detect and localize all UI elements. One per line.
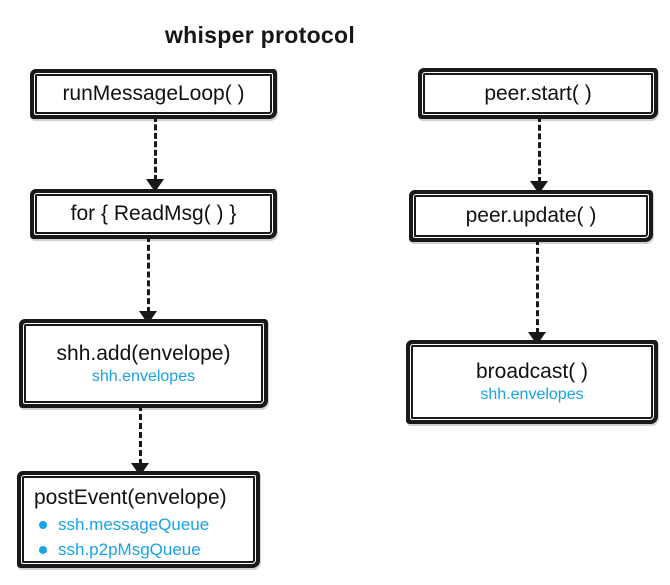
- node-shh-add-envelope: shh.add(envelope) shh.envelopes: [24, 324, 263, 403]
- arrow-shaft: [537, 116, 541, 183]
- arrow-down-icon: [146, 179, 164, 192]
- node-label: postEvent(envelope): [34, 486, 227, 509]
- node-peer-update: peer.update( ): [414, 195, 648, 237]
- node-label: runMessageLoop( ): [62, 82, 245, 105]
- node-label: broadcast( ): [475, 360, 589, 383]
- bullet-row: ssh.messageQueue: [34, 515, 209, 535]
- bullet-label: ssh.p2pMsgQueue: [58, 540, 201, 559]
- arrow-shaft: [153, 116, 157, 181]
- node-label: peer.update( ): [465, 204, 597, 227]
- node-label: shh.add(envelope): [56, 341, 231, 365]
- arrow-down-icon: [528, 332, 546, 345]
- arrow-runmessageloop-to-readmsg: [146, 116, 164, 192]
- node-sublabel: shh.envelopes: [480, 386, 584, 403]
- node-sublabel: shh.envelopes: [91, 367, 196, 385]
- bullet-row: ssh.p2pMsgQueue: [34, 540, 201, 560]
- diagram-title: whisper protocol: [164, 22, 356, 48]
- node-peer-start: peer.start( ): [423, 73, 653, 114]
- arrow-shhadd-to-postevent: [131, 405, 149, 476]
- arrow-peerupdate-to-broadcast: [528, 239, 546, 345]
- node-post-event-envelope: postEvent(envelope) ssh.messageQueue ssh…: [22, 476, 255, 563]
- node-broadcast: broadcast( ) shh.envelopes: [411, 345, 653, 419]
- arrow-peerstart-to-peerupdate: [530, 116, 548, 194]
- arrow-down-icon: [131, 463, 149, 476]
- bullet-icon: [39, 546, 47, 554]
- node-run-message-loop: runMessageLoop( ): [35, 74, 272, 114]
- bullet-icon: [39, 521, 47, 529]
- arrow-shaft: [146, 236, 150, 313]
- node-label: for { ReadMsg( ) }: [70, 202, 237, 225]
- arrow-readmsg-to-shhadd: [139, 236, 157, 324]
- node-label: peer.start( ): [484, 81, 592, 105]
- arrow-shaft: [138, 405, 142, 465]
- node-for-readmsg: for { ReadMsg( ) }: [35, 194, 272, 234]
- arrow-shaft: [535, 239, 539, 334]
- bullet-label: ssh.messageQueue: [58, 515, 210, 534]
- arrow-down-icon: [139, 311, 157, 324]
- arrow-down-icon: [530, 181, 548, 194]
